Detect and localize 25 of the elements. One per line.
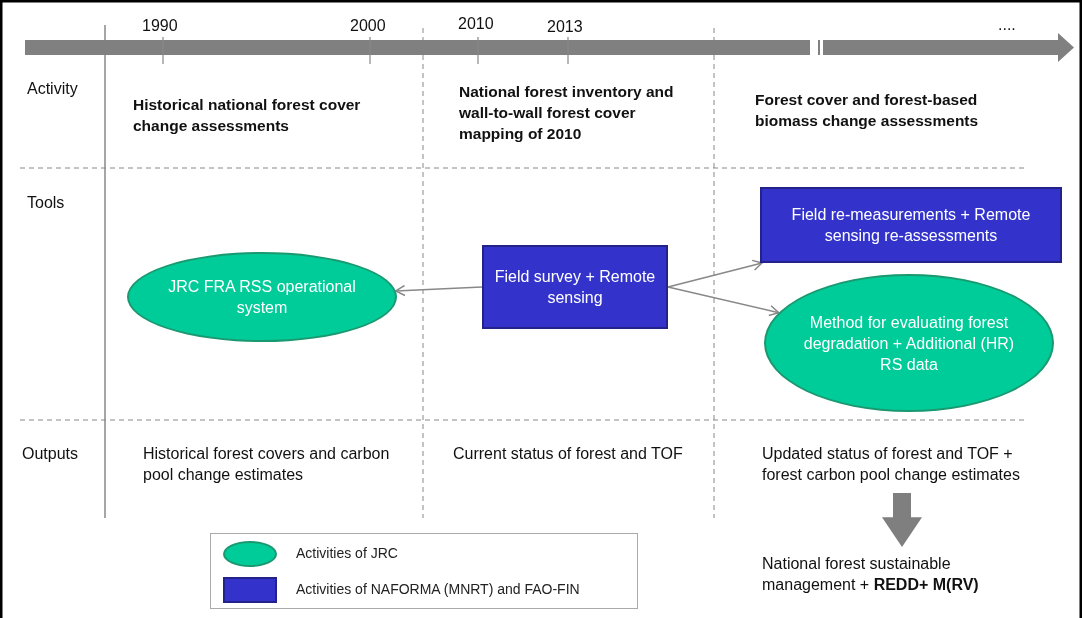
output-text: Updated status of forest and TOF + forest carbon pool change estimates [762,443,1047,485]
activity-ellipse: JRC FRA RSS operational system [127,252,397,342]
activity-box: Field re-measurements + Remote sensing re-assessments [760,187,1062,263]
ellipsis-label: .... [998,15,1016,35]
block-arrow [882,493,922,547]
output-text: Historical forest covers and carbon pool change estimates [143,444,391,485]
activity-ellipse: Method for evaluating forest degradation + Additional (HR) RS data [764,274,1054,412]
year-label: 2010 [458,14,494,34]
year-label: 2013 [547,17,583,37]
activity-text: National forest inventory and wall-to-wall forest cover mapping of 2010 [459,82,675,144]
row-heading: Activity [27,79,78,99]
year-label: 1990 [142,16,178,36]
activity-text: Forest cover and forest-based biomass change assessments [755,90,980,131]
activity-box: Field survey + Remote sensing [482,245,668,329]
arrow [395,284,483,297]
row-heading: Tools [27,193,65,213]
legend-text: Activities of JRC [296,545,398,561]
arrow [667,286,780,317]
row-heading: Outputs [22,444,79,464]
year-label: 2000 [350,16,386,36]
output-text: Current status of forest and TOF [453,444,684,464]
legend-text: Activities of NAFORMA (MNRT) and FAO-FIN [296,581,580,597]
arrow [667,259,763,288]
activity-text: Historical national forest cover change assessments [133,95,362,136]
output-text: National forest sustainable management + REDD+ M(RV) [762,553,1032,595]
